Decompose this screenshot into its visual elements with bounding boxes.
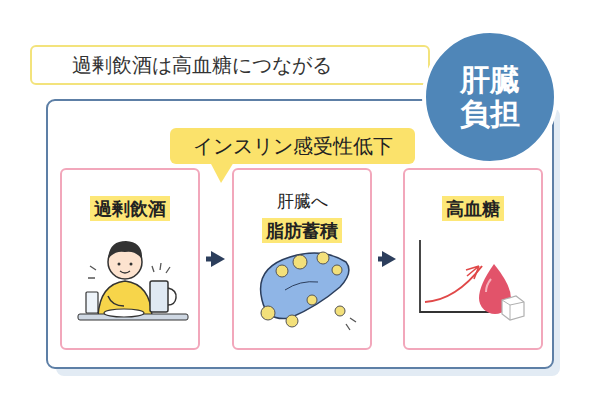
beer-mug [150, 281, 168, 312]
hair [108, 241, 142, 259]
glass [86, 292, 98, 313]
fat-blob [261, 306, 275, 320]
flow-arrow [378, 257, 383, 262]
eye [118, 263, 121, 266]
motion-lines [88, 266, 96, 278]
node-label: 肝臓へ [277, 190, 328, 212]
node-label: インスリン感受性低下 [193, 133, 393, 159]
fat-blob [317, 252, 329, 264]
eye [130, 263, 133, 266]
circle-fill [424, 31, 556, 163]
callout-box: インスリン感受性低下 [170, 128, 415, 164]
highlighted-label: 高血糖 [442, 196, 504, 221]
step-box: 過剰飲酒 [60, 168, 200, 350]
burden-circle: 肝臓 負担 [422, 29, 558, 165]
callout-tail [210, 162, 234, 183]
mouth [120, 271, 130, 273]
mug-handle [168, 288, 176, 305]
title-text: 過剰飲酒は高血糖につながる [72, 52, 332, 79]
plate [104, 309, 144, 317]
rising-line [425, 266, 482, 302]
fat-blobs [261, 252, 345, 327]
arm [108, 296, 124, 306]
fat-blob [293, 255, 307, 269]
highlighted-label: 脂肪蓄積 [262, 218, 342, 243]
body [98, 281, 152, 316]
blood-sugar-graph [420, 240, 524, 320]
drip-lines [346, 318, 356, 330]
flow-arrow [206, 257, 212, 262]
cube-edges [502, 300, 524, 320]
splash-lines [152, 263, 170, 273]
rise-arrow [466, 266, 479, 279]
highlighted-label: 過剰飲酒 [90, 196, 170, 221]
step-box: 高血糖 [403, 168, 543, 350]
fat-blob [332, 265, 342, 275]
fat-blob [307, 295, 317, 305]
fat-blob [276, 265, 288, 277]
drinking-person [78, 241, 188, 320]
fatty-liver [261, 252, 356, 330]
fat-blob [286, 315, 298, 327]
node-label: 肝臓 負担 [456, 63, 525, 132]
sugar-cube [502, 296, 524, 320]
drop-shine [486, 279, 491, 292]
fat-blob [335, 306, 345, 316]
step-box: 肝臓へ脂肪蓄積 [232, 168, 372, 350]
liver-line [285, 282, 318, 290]
title-banner: 過剰飲酒は高血糖につながる [30, 45, 430, 85]
